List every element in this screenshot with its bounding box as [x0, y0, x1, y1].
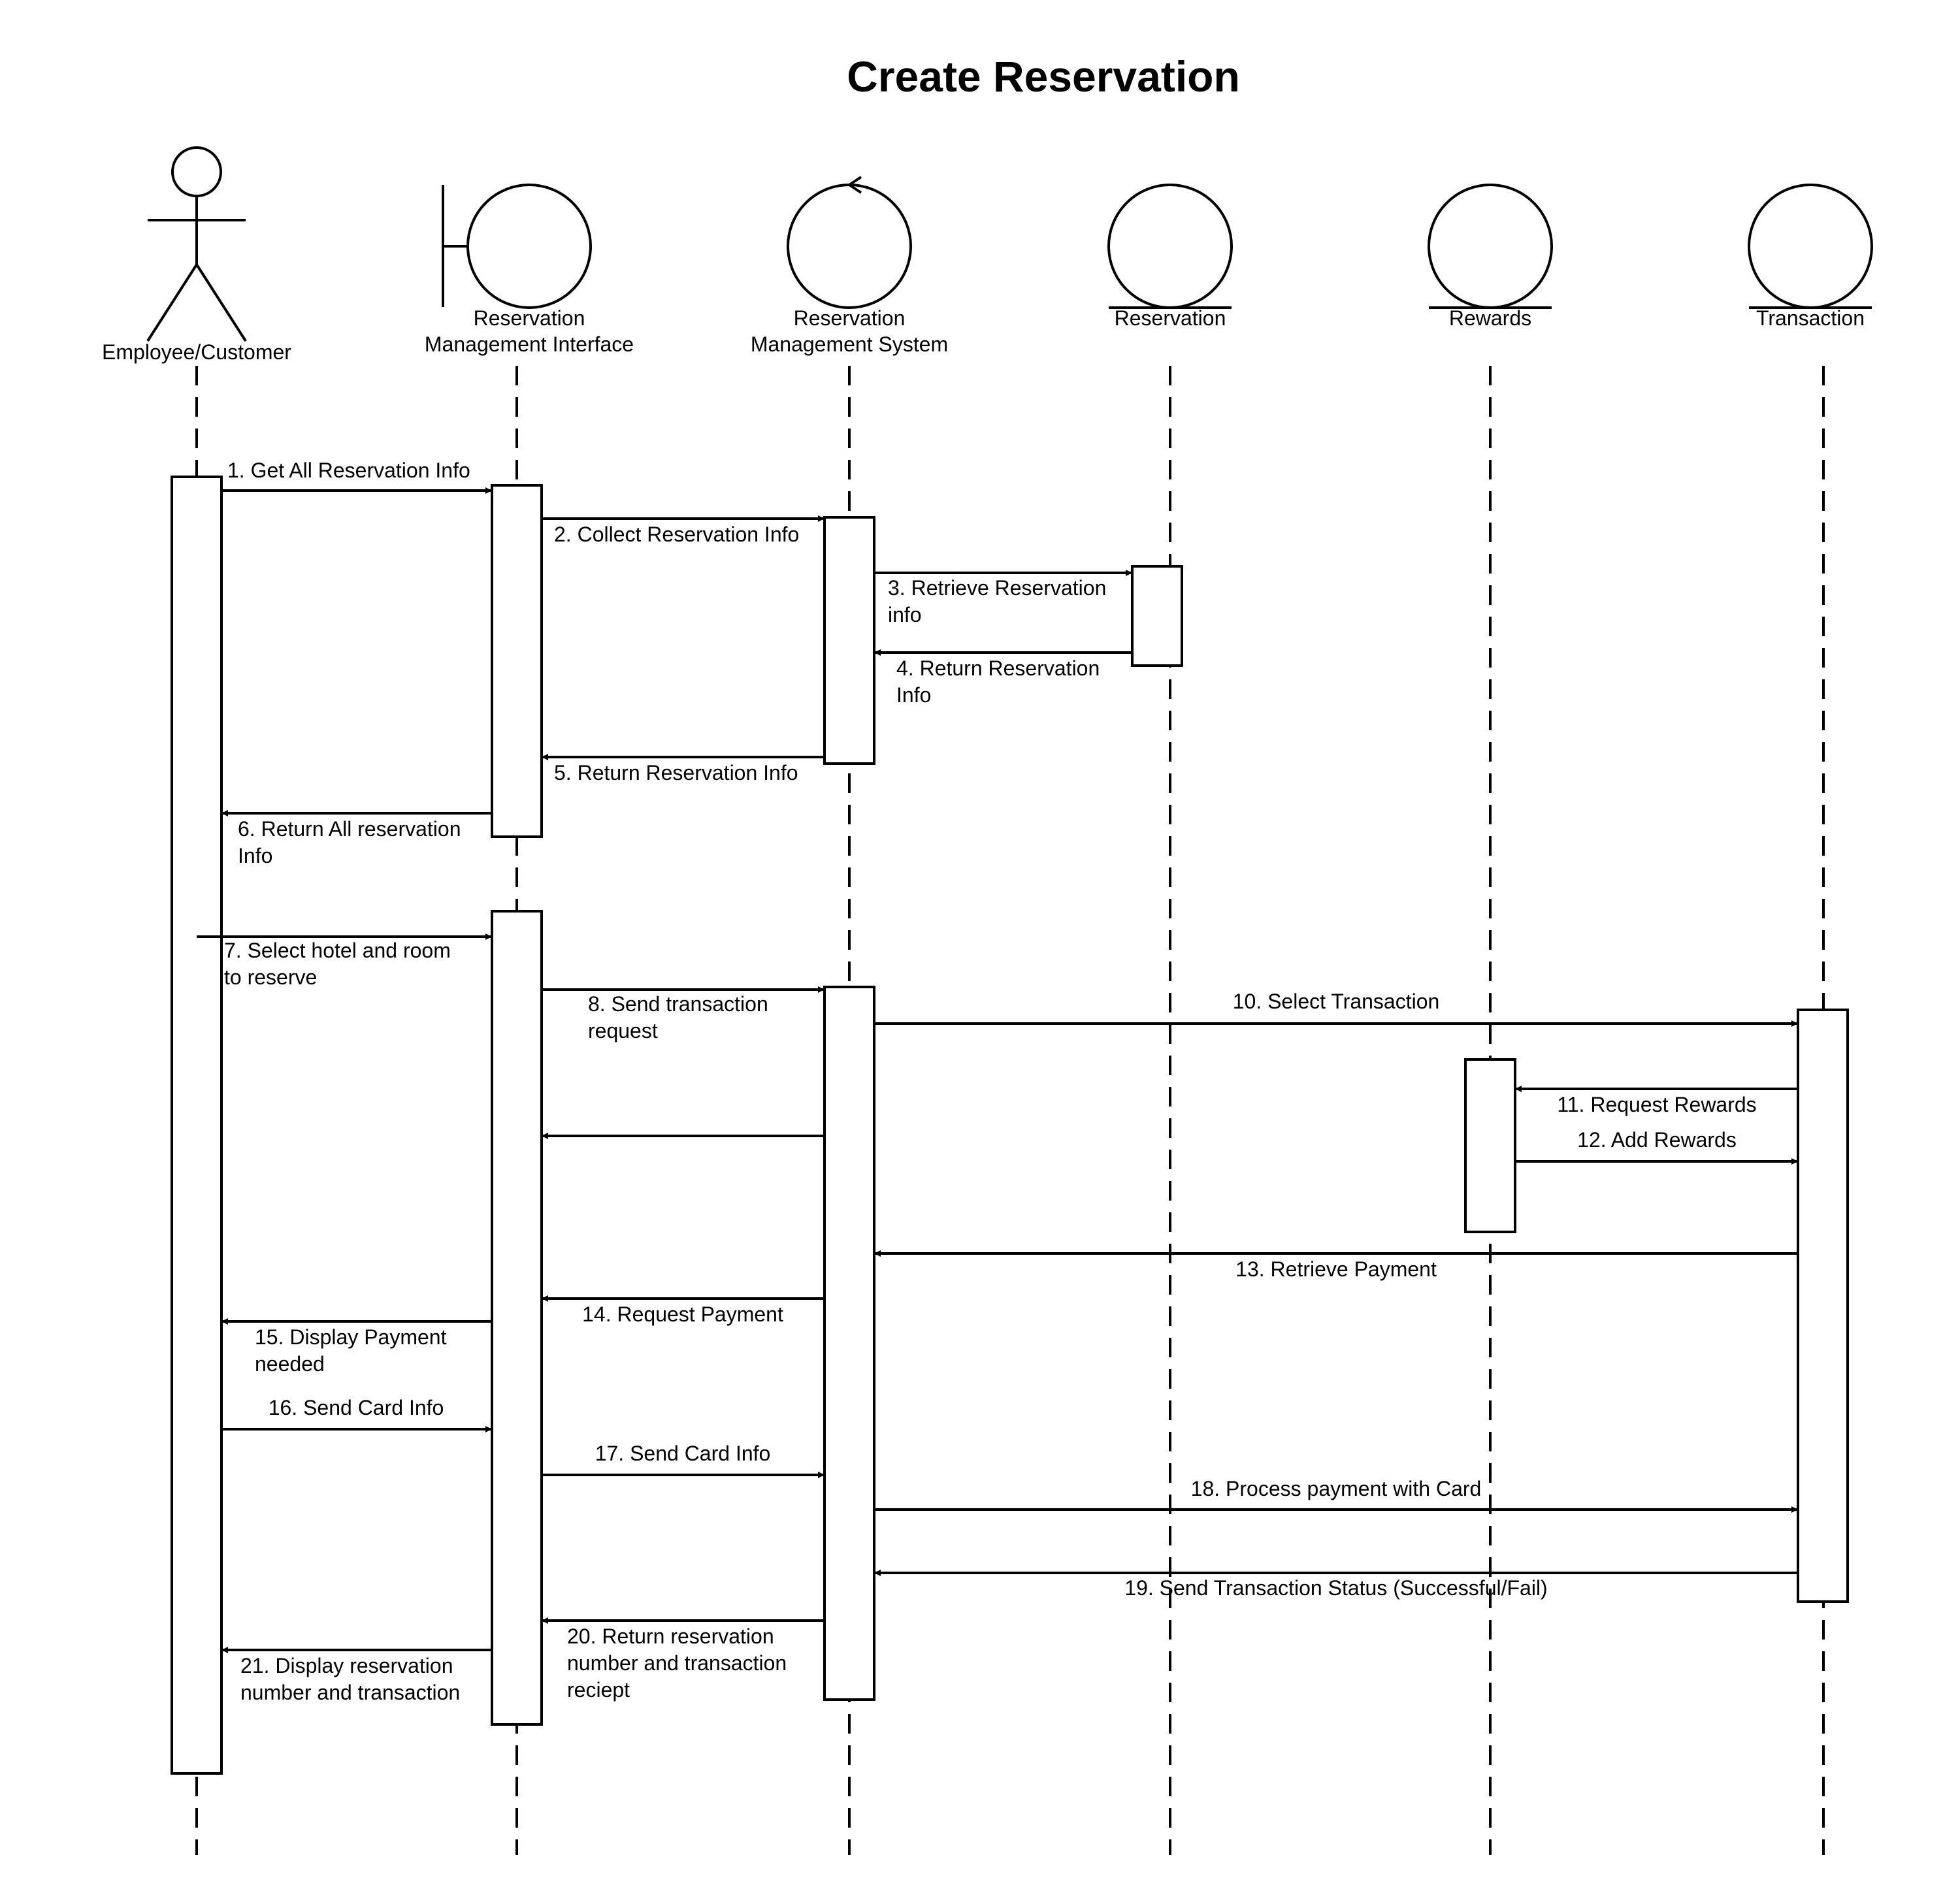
- message-label: Info: [896, 683, 931, 707]
- message: 8. Send transaction request: [542, 986, 825, 1042]
- message: 6. Return All reservation Info: [221, 810, 492, 867]
- message: 3. Retrieve Reservation info: [874, 570, 1132, 626]
- activation-bar: [823, 516, 875, 765]
- message: 21. Display reservation number and transa…: [221, 1647, 492, 1704]
- participant-label: Reservation: [474, 306, 585, 330]
- entity-icon: [1107, 184, 1233, 309]
- diagram-title: Create Reservation: [847, 52, 1240, 101]
- message-label: Info: [238, 844, 272, 867]
- message-label: 15. Display Payment: [255, 1325, 447, 1349]
- message-label: 16. Send Card Info: [269, 1396, 444, 1419]
- message: 12. Add Rewards: [1515, 1128, 1798, 1165]
- message-label: needed: [255, 1352, 325, 1376]
- participant-label: Reservation: [794, 306, 906, 330]
- message: 17. Send Card Info: [542, 1442, 825, 1478]
- participant-label: Management System: [751, 332, 948, 356]
- message-label: 11. Request Rewards: [1557, 1093, 1756, 1116]
- message: 18. Process payment with Card: [874, 1477, 1798, 1513]
- participant-label: Reservation: [1115, 306, 1226, 330]
- message-label: 13. Retrieve Payment: [1235, 1257, 1437, 1281]
- actor-icon: [146, 146, 247, 342]
- message: 2. Collect Reservation Info: [542, 515, 825, 546]
- message-label: 2. Collect Reservation Info: [554, 523, 799, 546]
- activation-bar: [823, 986, 875, 1701]
- messages: 1. Get All Reservation Info 2. Collect Re…: [197, 459, 1798, 1704]
- message-label: 18. Process payment with Card: [1191, 1477, 1482, 1500]
- message-label: 5. Return Reservation Info: [554, 761, 798, 784]
- message-label: 4. Return Reservation: [896, 656, 1100, 680]
- message-label: 6. Return All reservation: [238, 817, 461, 841]
- message: 14. Request Payment: [542, 1295, 825, 1326]
- message-label: 3. Retrieve Reservation: [888, 576, 1106, 600]
- participant-label: Transaction: [1756, 306, 1865, 330]
- message-label: 12. Add Rewards: [1577, 1128, 1737, 1152]
- participant-heads: [146, 146, 1873, 342]
- message-label: number and transaction: [240, 1681, 460, 1704]
- message: 16. Send Card Info: [221, 1396, 492, 1432]
- message: 1. Get All Reservation Info: [221, 459, 492, 494]
- activation-bar: [171, 476, 223, 1775]
- message-label: 7. Select hotel and room: [224, 939, 451, 962]
- control-icon: [787, 176, 912, 309]
- message: 5. Return Reservation Info: [542, 754, 825, 784]
- message-label: 21. Display reservation: [240, 1654, 453, 1677]
- activation-bar: [491, 484, 543, 838]
- activation-bar: [1797, 1009, 1849, 1603]
- activation-bars: [171, 476, 1849, 1775]
- message-label: 20. Return reservation: [567, 1624, 774, 1648]
- message: 11. Request Rewards: [1515, 1086, 1798, 1116]
- message: 10. Select Transaction: [874, 990, 1798, 1027]
- message-label: 19. Send Transaction Status (Successful/…: [1124, 1576, 1547, 1600]
- message-label: info: [888, 603, 922, 626]
- entity-icon: [1748, 184, 1873, 309]
- message-label: to reserve: [224, 965, 317, 989]
- boundary-icon: [442, 184, 592, 309]
- message-label: 10. Select Transaction: [1233, 990, 1440, 1013]
- participant-label: Management Interface: [425, 332, 634, 356]
- message-label: 14. Request Payment: [582, 1302, 783, 1326]
- entity-icon: [1428, 184, 1553, 309]
- participant-label: Employee/Customer: [102, 340, 291, 364]
- message-label: 8. Send transaction: [588, 992, 768, 1016]
- message-label: 17. Send Card Info: [595, 1442, 771, 1465]
- participant-label: Rewards: [1449, 306, 1531, 330]
- message: 15. Display Payment needed: [221, 1318, 492, 1376]
- message: 13. Retrieve Payment: [874, 1250, 1798, 1281]
- message: 20. Return reservation number and transac…: [542, 1617, 825, 1702]
- activation-bar: [491, 910, 543, 1726]
- message-label: request: [588, 1019, 658, 1042]
- activation-bar: [1464, 1058, 1516, 1233]
- activation-bar: [1131, 565, 1183, 667]
- message-label: number and transaction: [567, 1651, 787, 1675]
- message-label: 1. Get All Reservation Info: [227, 459, 470, 482]
- message-label: reciept: [567, 1678, 630, 1702]
- message: 19. Send Transaction Status (Successful/…: [874, 1570, 1798, 1600]
- message: 7. Select hotel and room to reserve: [197, 933, 492, 989]
